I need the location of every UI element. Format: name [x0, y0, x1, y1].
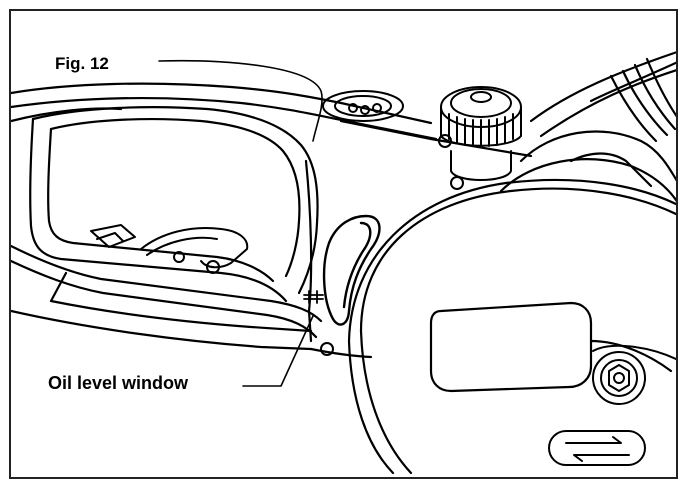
chain-direction-arrow	[548, 430, 646, 466]
top-switch	[322, 90, 404, 122]
min-marker	[303, 290, 324, 304]
figure-label: Fig. 12	[55, 54, 113, 73]
figure-frame: Fig. 12 Oil level window	[9, 9, 678, 479]
chain-cover	[347, 178, 676, 475]
oil-level-window-callout: Oil level window	[48, 372, 193, 394]
bumper-spike	[90, 224, 249, 274]
oil-level-window	[322, 214, 381, 326]
oil-cap	[440, 86, 522, 181]
motor-housing	[499, 51, 676, 202]
handle-opening	[29, 106, 319, 303]
screw-holes	[320, 134, 464, 356]
chainsaw-line-drawing	[11, 51, 676, 475]
tension-bolt	[592, 344, 676, 405]
body-outline	[11, 119, 533, 359]
callout-leaders	[158, 59, 323, 387]
